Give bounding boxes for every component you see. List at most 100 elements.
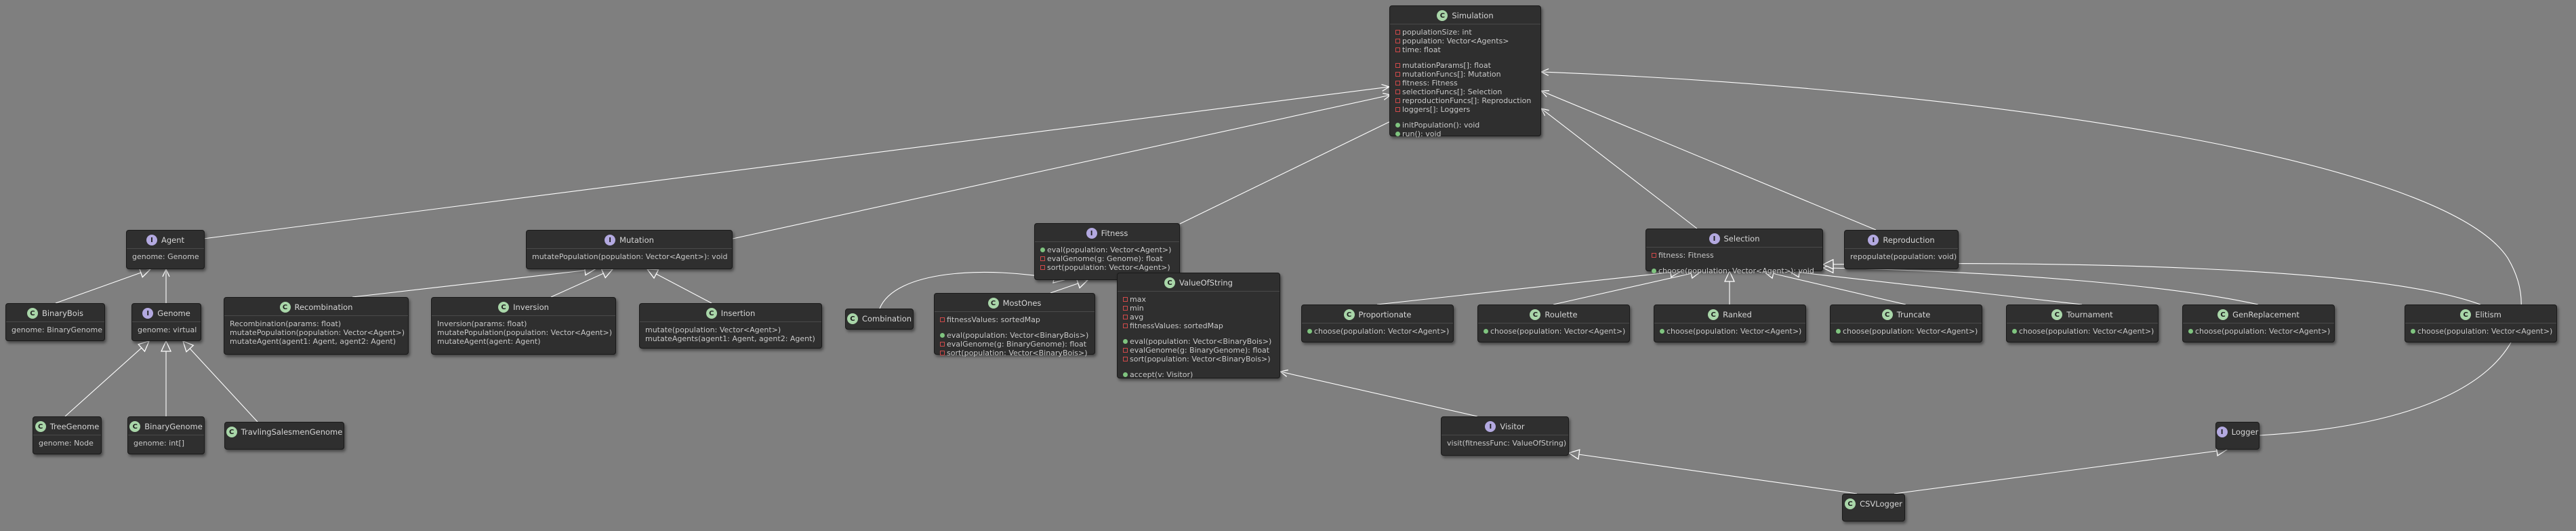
interface-badge-icon: I xyxy=(605,235,616,245)
class-badge-icon: C xyxy=(2460,309,2472,320)
interface-badge-icon: I xyxy=(1709,233,1720,244)
class-member: eval(population: Vector<BinaryBois>) xyxy=(1123,337,1274,346)
class-section: fitness: Fitness xyxy=(1646,247,1822,263)
edge-fitness-to-simulation xyxy=(1179,115,1404,224)
class-name: Mutation xyxy=(619,235,654,245)
member-text: fitnessValues: sortedMap xyxy=(1130,321,1223,330)
member-text: eval(population: Vector<BinaryBois>) xyxy=(947,331,1089,340)
member-text: eval(population: Vector<Agent>) xyxy=(1047,245,1172,254)
edge-combination-to-fitness xyxy=(879,271,1064,309)
private-visibility-icon xyxy=(1652,253,1656,258)
member-text: choose(population: Vector<Agent>) xyxy=(2417,327,2553,336)
class-name: Truncate xyxy=(1896,310,1931,319)
edge-csvlogger-to-visitor xyxy=(1569,453,1858,494)
class-badge-icon: C xyxy=(1343,309,1355,320)
class-name: Tournament xyxy=(2066,310,2113,319)
class-member: genome: int[] xyxy=(134,439,199,448)
member-text: population: Vector<Agents> xyxy=(1402,37,1509,45)
private-visibility-icon xyxy=(1395,81,1400,85)
class-badge-icon: C xyxy=(129,421,141,432)
class-section: eval(population: Vector<BinaryBois>)eval… xyxy=(935,328,1095,361)
class-member: max xyxy=(1123,295,1274,304)
member-text: choose(population: Vector<Agent>) xyxy=(2195,327,2331,336)
class-member: loggers[]: Loggers xyxy=(1395,105,1535,114)
class-section: genome: BinaryGenome xyxy=(6,321,104,338)
class-name: TreeGenome xyxy=(49,422,100,431)
member-text: populationSize: int xyxy=(1402,28,1472,37)
class-member: Recombination(params: float) xyxy=(230,319,403,328)
class-badge-icon: C xyxy=(706,308,717,319)
member-text: selectionFuncs[]: Selection xyxy=(1402,87,1502,96)
interface-badge-icon: I xyxy=(1485,421,1496,432)
member-text: mutatePopulation(population: Vector<Agen… xyxy=(437,328,612,337)
member-text: mutateAgent(agent: Agent) xyxy=(437,337,541,346)
class-name: Fitness xyxy=(1101,229,1128,238)
class-name: Combination xyxy=(861,314,912,323)
member-text: evalGenome(g: BinaryGenome): float xyxy=(1130,346,1270,355)
private-visibility-icon xyxy=(1123,315,1128,319)
class-badge-icon: C xyxy=(1881,309,1893,320)
class-member: eval(population: Vector<BinaryBois>) xyxy=(940,331,1089,340)
member-text: genome: virtual xyxy=(138,326,197,334)
class-section: choose(population: Vector<Agent>) xyxy=(2405,323,2556,339)
public-visibility-icon xyxy=(1307,329,1312,334)
class-section: choose(population: Vector<Agent>) xyxy=(2007,323,2158,339)
class-name: CSVLogger xyxy=(1860,499,1902,509)
class-section: choose(population: Vector<Agent>) xyxy=(1654,323,1805,339)
private-visibility-icon xyxy=(1395,63,1400,68)
private-visibility-icon xyxy=(1123,323,1128,328)
edge-agent-to-simulation xyxy=(203,83,1391,239)
class-name: Genome xyxy=(157,309,190,318)
class-name: Selection xyxy=(1723,234,1760,243)
class-badge-icon: C xyxy=(2051,309,2063,320)
class-badge-icon: C xyxy=(1164,277,1175,288)
member-text: evalGenome(g: BinaryGenome): float xyxy=(947,340,1087,349)
class-member: genome: BinaryGenome xyxy=(12,326,102,334)
member-text: eval(population: Vector<BinaryBois>) xyxy=(1130,337,1272,346)
class-member: mutatePopulation(population: Vector<Agen… xyxy=(532,252,727,261)
edge-elitism-to-selection xyxy=(1823,264,2481,305)
member-text: time: float xyxy=(1402,45,1441,54)
class-badge-icon: C xyxy=(498,302,510,313)
class-member: repopulate(population: void) xyxy=(1850,252,1957,261)
member-text: choose(population: Vector<Agent>): void xyxy=(1658,267,1814,275)
class-name: BinaryBois xyxy=(41,309,84,318)
class-member: initPopulation(): void xyxy=(1395,121,1535,130)
private-visibility-icon xyxy=(1395,47,1400,52)
